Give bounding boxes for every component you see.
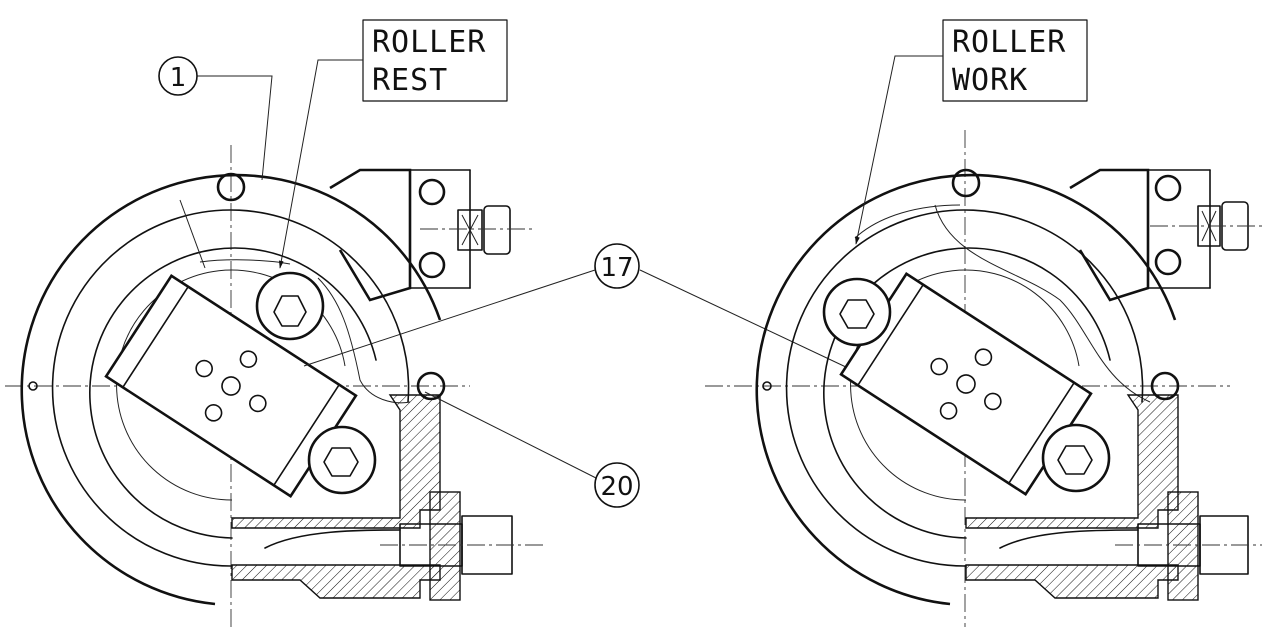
left-housing-inner [51,209,410,567]
right-roller-bottom [1041,423,1111,493]
left-outlet-section-top [231,394,441,529]
right-roller-top [822,277,892,347]
left-roller-top-nut [273,295,307,327]
right-bolt-top [951,168,981,198]
right-leader-roller-work [855,55,943,245]
left-hose-curve [317,277,411,404]
left-bolt-top [216,172,246,202]
right-hose-arc [854,204,961,239]
right-rotor-hole-1 [930,357,948,376]
leader-20 [424,391,597,479]
callout-bubble-17 [594,243,640,289]
callout-bubble-20 [594,462,640,508]
label-roller-rest-line1: ROLLER [372,25,486,60]
left-hose-arc [199,259,291,265]
left-rotor-hole-1 [195,359,213,378]
left-mount-hole [28,381,38,391]
label-box-roller-work [942,19,1088,102]
leader-17-right [639,269,849,369]
right-port-block [1069,168,1150,302]
left-port-bolt-bottom [418,251,446,279]
left-fitting-nut [483,205,511,255]
left-rotor-end-a [122,285,189,389]
right-rotor-end-b [1008,381,1075,485]
right-view-roller-work: ROLLER WORK [705,19,1262,627]
left-outlet-section-bottom [231,564,441,599]
callout-bubble-1 [158,56,198,96]
left-rotor-hole-center [221,376,241,396]
left-hose-arc-2 [179,199,206,269]
left-fitting [457,209,483,251]
right-rotor-hole-2 [984,392,1002,411]
callout-17-text: 17 [600,253,633,283]
left-view-roller-rest: 1 ROLLER REST [5,19,545,627]
right-hose-curve [934,204,1151,403]
left-roller-bottom-wheel [307,425,377,495]
left-track [89,247,377,539]
left-rotor-hole-4 [204,404,223,422]
left-roller-top-wheel [255,271,325,341]
label-roller-rest-line2: REST [372,63,448,98]
right-housing-inner [785,209,1144,567]
left-rotor-hole-2 [249,394,267,413]
left-port-bolt-top [418,178,446,206]
callout-20-text: 20 [600,472,633,502]
left-roller-bottom [307,425,377,495]
leader-17-left [303,269,596,367]
right-roller-bottom-nut [1057,445,1093,475]
right-mount-hole [762,381,772,391]
label-roller-work-line1: ROLLER [952,25,1066,60]
left-outlet-tube [264,529,401,549]
right-port-bolt-bottom [1154,248,1182,276]
callout-1-text: 1 [170,63,187,93]
left-port-block [329,168,412,302]
right-rotor-hole-3 [974,348,993,366]
left-leader-roller-rest [278,59,363,269]
right-roller-top-wheel [822,277,892,347]
center-callouts: 17 20 [303,243,849,508]
right-rotor-hole-4 [939,402,958,420]
left-housing-outer [20,173,442,606]
left-fitting-x2 [461,214,479,246]
right-outlet-section-top [965,394,1179,529]
left-roller-top [255,271,325,341]
left-rotor [104,273,358,499]
left-rotor-hole-3 [239,350,258,368]
right-roller-top-nut [839,299,875,329]
right-outlet-tube [999,529,1139,549]
left-leader-1 [197,75,273,181]
right-housing-outer [755,173,1177,606]
right-outlet-flange [1167,491,1199,601]
right-port-bolt-top [1154,174,1182,202]
right-roller-bottom-wheel [1041,423,1111,493]
left-outlet-flange [429,491,461,601]
left-rotor-end-b [273,383,340,487]
right-rotor-end-a [857,283,924,387]
label-roller-work-line2: WORK [952,63,1028,98]
right-outlet-section-bottom [965,564,1179,599]
left-roller-bottom-nut [323,447,359,477]
right-rotor-hole-center [956,374,976,394]
